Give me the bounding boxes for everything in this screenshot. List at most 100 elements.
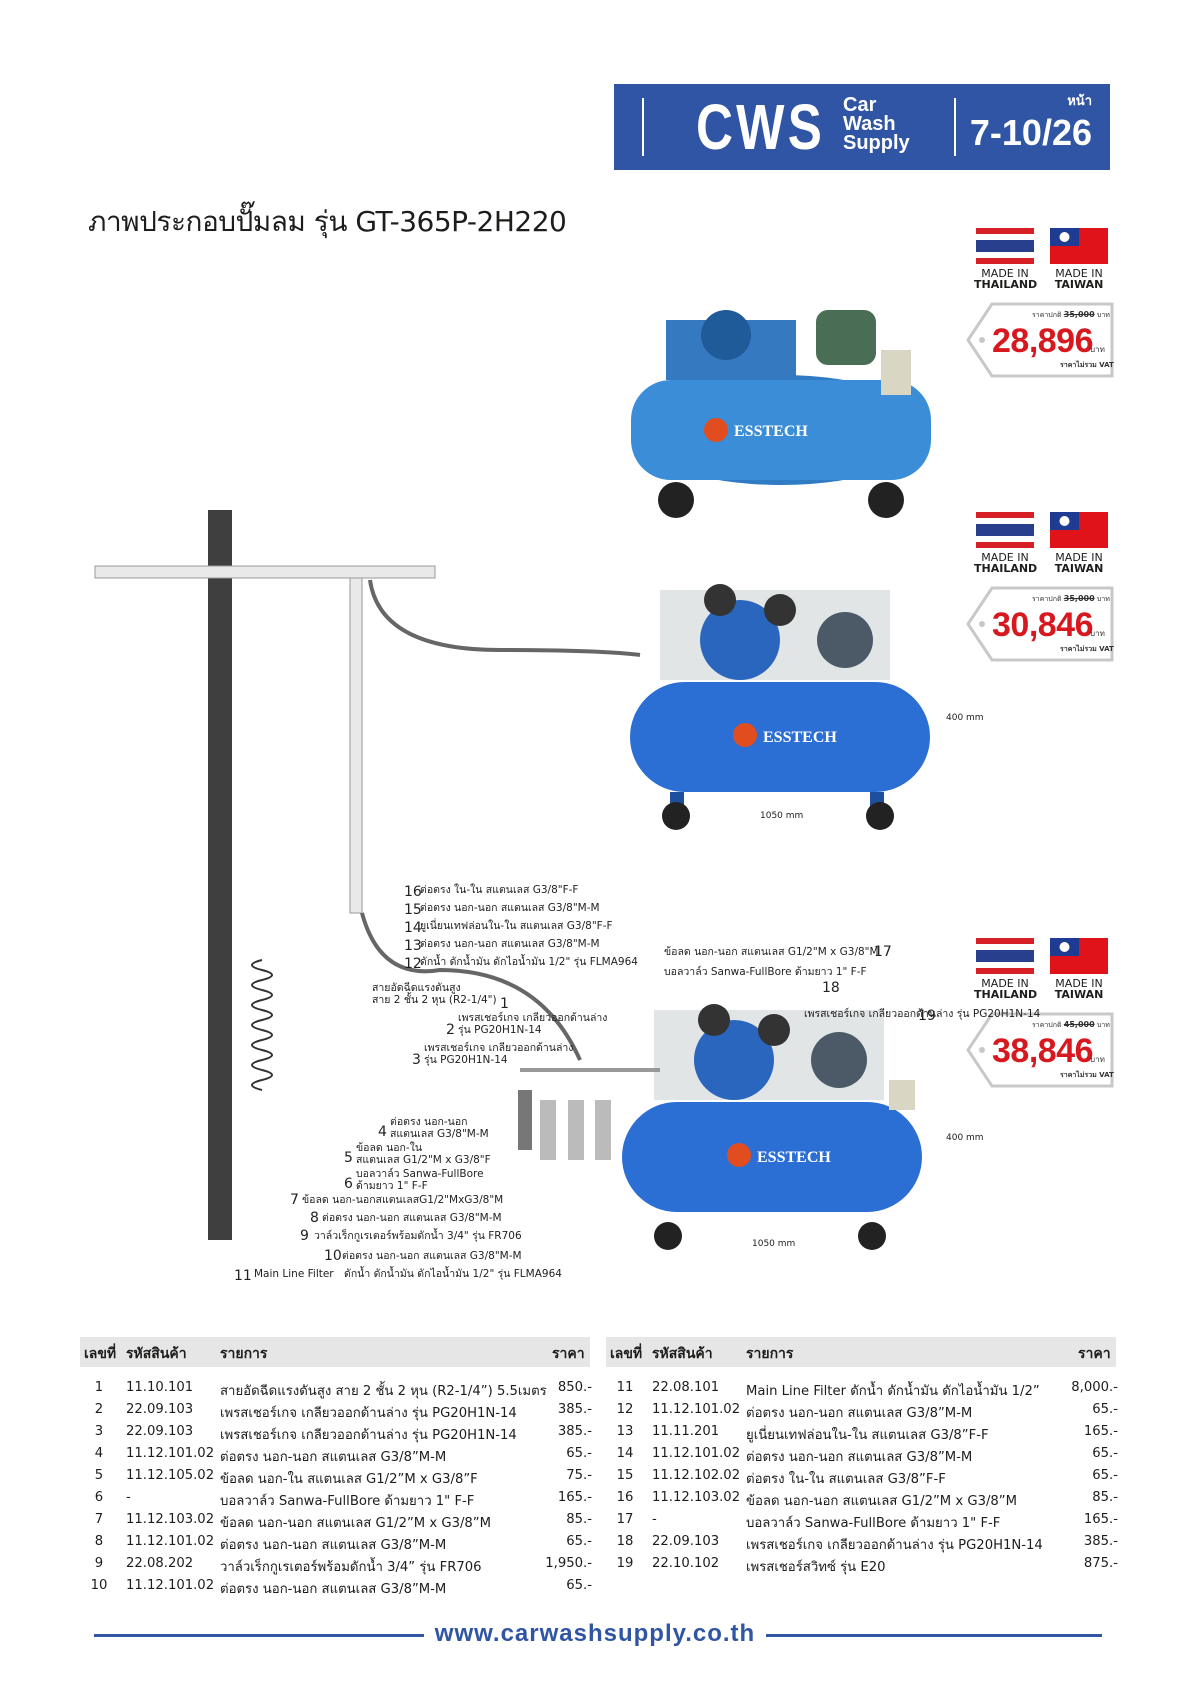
cell-code: 22.08.202 bbox=[126, 1556, 194, 1571]
callout-19: เพรสเชอร์เกจ เกลียวออกด้านล่าง รุ่น PG20… bbox=[804, 1008, 1041, 1020]
brand-subtitle: Car Wash Supply bbox=[843, 95, 910, 153]
esstech-logo-icon bbox=[733, 723, 757, 747]
col-price: ราคา bbox=[1078, 1346, 1111, 1362]
cell-item: ต่อตรง นอก-นอก สแตนเลส G3/8”M-M bbox=[746, 1406, 973, 1421]
table-row: 5 11.12.105.02 ข้อลด นอก-ใน สแตนเลส G1/2”M… bbox=[80, 1468, 592, 1490]
cell-item: สายอัดฉีดแรงดันสูง สาย 2 ชั้น 2 หุน (R2-… bbox=[220, 1384, 547, 1399]
callout-11-detail: ดักน้ำ ดักน้ำมัน ดักไอน้ำมัน 1/2" รุ่น F… bbox=[344, 1268, 562, 1280]
header-divider-right bbox=[954, 98, 956, 156]
callout-13: ต่อตรง นอก-นอก สแตนเลส G3/8"M-M bbox=[420, 938, 600, 950]
callout-9: วาล์วเร็กกูเรเตอร์พร้อมดักน้ำ 3/4" รุ่น … bbox=[314, 1230, 522, 1242]
callout-14-number: 14 bbox=[404, 920, 422, 936]
callout-8: ต่อตรง นอก-นอก สแตนเลส G3/8"M-M bbox=[322, 1212, 502, 1224]
cell-code: 22.09.103 bbox=[652, 1534, 720, 1549]
thailand-flag-icon bbox=[976, 938, 1034, 974]
callout-19-number: 19 bbox=[918, 1008, 936, 1024]
cell-code: 11.12.102.02 bbox=[652, 1468, 741, 1483]
cell-code: 11.12.101.02 bbox=[652, 1402, 741, 1417]
cell-no: 5 bbox=[94, 1468, 104, 1483]
cell-item: ต่อตรง นอก-นอก สแตนเลส G3/8”M-M bbox=[220, 1582, 447, 1597]
footer-url[interactable]: www.carwashsupply.co.th bbox=[434, 1620, 756, 1647]
cell-item: ยูเนี่ยนเทฟล่อนใน-ใน สแตนเลส G3/8”F-F bbox=[746, 1428, 989, 1443]
thailand-flag-icon bbox=[976, 228, 1034, 264]
callout-11-number: 11 bbox=[234, 1268, 252, 1284]
cell-price: 85.- bbox=[1092, 1490, 1118, 1505]
cell-item: Main Line Filter ดักน้ำ ดักน้ำมัน ดักไอน… bbox=[746, 1384, 1040, 1399]
cell-code: 22.10.102 bbox=[652, 1556, 720, 1571]
cell-code: 11.12.101.02 bbox=[652, 1446, 741, 1461]
cell-no: 11 bbox=[616, 1380, 634, 1395]
cell-item: ข้อลด นอก-ใน สแตนเลส G1/2”M x G3/8”F bbox=[220, 1472, 478, 1487]
cell-no: 17 bbox=[616, 1512, 634, 1527]
cell-item: ต่อตรง ใน-ใน สแตนเลส G3/8”F-F bbox=[746, 1472, 946, 1487]
callout-4: ต่อตรง นอก-นอก สแตนเลส G3/8"M-M bbox=[390, 1116, 489, 1140]
col-item: รายการ bbox=[220, 1346, 268, 1362]
price-tag: ราคาปกติ 35,000 บาท 30,846 บาท ราคาไม่รว… bbox=[966, 586, 1116, 662]
cell-code: - bbox=[126, 1490, 131, 1505]
taiwan-flag-icon bbox=[1050, 512, 1108, 548]
cell-price: 165.- bbox=[1083, 1424, 1118, 1439]
page-number: 7-10/26 bbox=[969, 112, 1092, 153]
cell-no: 15 bbox=[616, 1468, 634, 1483]
cell-item: วาล์วเร็กกูเรเตอร์พร้อมดักน้ำ 3/4” รุ่น … bbox=[220, 1560, 482, 1575]
cell-no: 6 bbox=[94, 1490, 104, 1505]
cell-item: ข้อลด นอก-นอก สแตนเลส G1/2”M x G3/8”M bbox=[746, 1494, 1018, 1509]
callout-7-number: 7 bbox=[290, 1192, 299, 1208]
callout-1-number: 1 bbox=[500, 996, 509, 1012]
callout-7: ข้อลด นอก-นอกสแตนเลสG1/2"MxG3/8"M bbox=[302, 1194, 504, 1206]
table-row: 11 22.08.101 Main Line Filter ดักน้ำ ดักน้… bbox=[606, 1380, 1118, 1402]
old-price: ราคาปกติ 35,000 บาท bbox=[1032, 594, 1110, 603]
footer-divider-left bbox=[94, 1634, 424, 1637]
cell-item: บอลวาล์ว Sanwa-FullBore ด้ามยาว 1" F-F bbox=[746, 1516, 1001, 1531]
vat-note: ราคาไม่รวม VAT bbox=[1060, 361, 1114, 369]
old-price: ราคาปกติ 35,000 บาท bbox=[1032, 310, 1110, 319]
callout-1: สายอัดฉีดแรงดันสูง สาย 2 ชั้น 2 หุน (R2-… bbox=[372, 982, 497, 1006]
cell-item: ต่อตรง นอก-นอก สแตนเลส G3/8”M-M bbox=[746, 1450, 973, 1465]
cell-code: 11.12.105.02 bbox=[126, 1468, 215, 1483]
cell-price: 65.- bbox=[566, 1578, 592, 1593]
cell-price: 1,950.- bbox=[545, 1556, 592, 1571]
callout-12-number: 12 bbox=[404, 956, 422, 972]
cell-item: เพรสเชอร์เกจ เกลียวออกด้านล่าง รุ่น PG20… bbox=[220, 1406, 517, 1421]
table-header-right: เลขที่ รหัสสินค้า รายการ ราคา bbox=[606, 1337, 1116, 1367]
compressor-photo-2: ESSTECH bbox=[630, 584, 930, 830]
col-code: รหัสสินค้า bbox=[652, 1346, 713, 1362]
callout-2: เพรสเชอร์เกจ เกลียวออกด้านล่าง รุ่น PG20… bbox=[458, 1012, 608, 1036]
callout-12: ดักน้ำ ดักน้ำมัน ดักไอน้ำมัน 1/2" รุ่น F… bbox=[420, 956, 638, 968]
callout-14: ยูเนี่ยนเทฟล่อนใน-ใน สแตนเลส G3/8"F-F bbox=[420, 920, 613, 932]
cell-no: 8 bbox=[94, 1534, 104, 1549]
cell-price: 385.- bbox=[1083, 1534, 1118, 1549]
cell-price: 165.- bbox=[1083, 1512, 1118, 1527]
price-unit: บาท bbox=[1090, 345, 1105, 354]
height-dimension-label: 400 mm bbox=[946, 713, 984, 723]
brand-logo: CWS bbox=[696, 91, 826, 163]
callout-11: Main Line Filter bbox=[254, 1268, 334, 1280]
taiwan-flag-icon bbox=[1050, 938, 1108, 974]
callout-18-number: 18 bbox=[822, 980, 840, 996]
thailand-flag-icon bbox=[976, 512, 1034, 548]
cell-price: 8,000.- bbox=[1071, 1380, 1118, 1395]
cell-no: 10 bbox=[90, 1578, 108, 1593]
callout-10-number: 10 bbox=[324, 1248, 342, 1264]
sale-price: 28,896 bbox=[992, 322, 1094, 360]
callout-10: ต่อตรง นอก-นอก สแตนเลส G3/8"M-M bbox=[342, 1250, 522, 1262]
callout-5-number: 5 bbox=[344, 1150, 353, 1166]
cell-item: บอลวาล์ว Sanwa-FullBore ด้ามยาว 1" F-F bbox=[220, 1494, 475, 1509]
cell-code: 22.08.101 bbox=[652, 1380, 720, 1395]
callout-17-number: 17 bbox=[874, 944, 892, 960]
taiwan-flag-icon bbox=[1050, 228, 1108, 264]
cell-price: 85.- bbox=[566, 1512, 592, 1527]
compressor-photo-3: ESSTECH bbox=[622, 1004, 922, 1250]
cell-price: 65.- bbox=[566, 1446, 592, 1461]
callout-9-number: 9 bbox=[300, 1228, 309, 1244]
col-item: รายการ bbox=[746, 1346, 794, 1362]
